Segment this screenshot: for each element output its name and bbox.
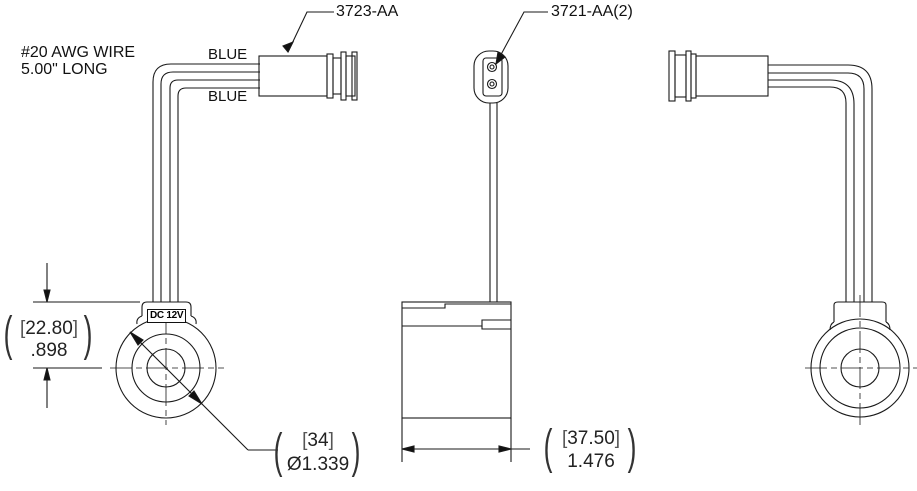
paren-open: ( [543, 421, 553, 474]
middle-connector [473, 50, 509, 104]
voltage-label: DC 12V [147, 309, 187, 323]
height-imperial-dim: .898 [30, 340, 68, 361]
height-metric-value: 22.80 [25, 318, 73, 339]
wire-color-top: BLUE [208, 46, 248, 63]
paren-close: ) [351, 425, 361, 478]
width-imperial-dim: 1.476 [567, 451, 615, 472]
leader-3721 [496, 11, 548, 63]
middle-body [401, 301, 512, 419]
width-metric-value: 37.50 [567, 428, 615, 449]
paren-close: ) [627, 421, 637, 474]
wire-spec-line1: #20 AWG WIRE [21, 44, 136, 61]
left-connector [258, 51, 358, 101]
wire-color-bottom: BLUE [208, 88, 248, 105]
paren-open: ( [273, 425, 283, 478]
right-connector [668, 50, 769, 102]
wire-spec-line2: 5.00" LONG [21, 61, 108, 78]
terminal-part-callout: 3721-AA(2) [551, 3, 633, 20]
diameter-metric-value: 34 [307, 430, 329, 451]
diameter-leader [129, 331, 249, 451]
diameter-imperial-dim: Ø1.339 [286, 454, 350, 475]
right-centerlines [805, 295, 917, 425]
paren-close: ) [83, 308, 93, 361]
paren-open: ( [3, 308, 13, 361]
middle-wire [489, 103, 498, 302]
leader-3723 [287, 11, 334, 53]
right-view-wires [768, 64, 873, 302]
height-metric-dim: [22.80] [19, 318, 79, 339]
width-metric-dim: [37.50] [561, 428, 621, 449]
width-dimension [401, 418, 530, 462]
connector-part-callout: 3723-AA [336, 3, 399, 20]
height-dimension [33, 263, 140, 408]
diameter-metric-dim: [34] [302, 430, 334, 451]
left-view-wires [152, 63, 260, 302]
